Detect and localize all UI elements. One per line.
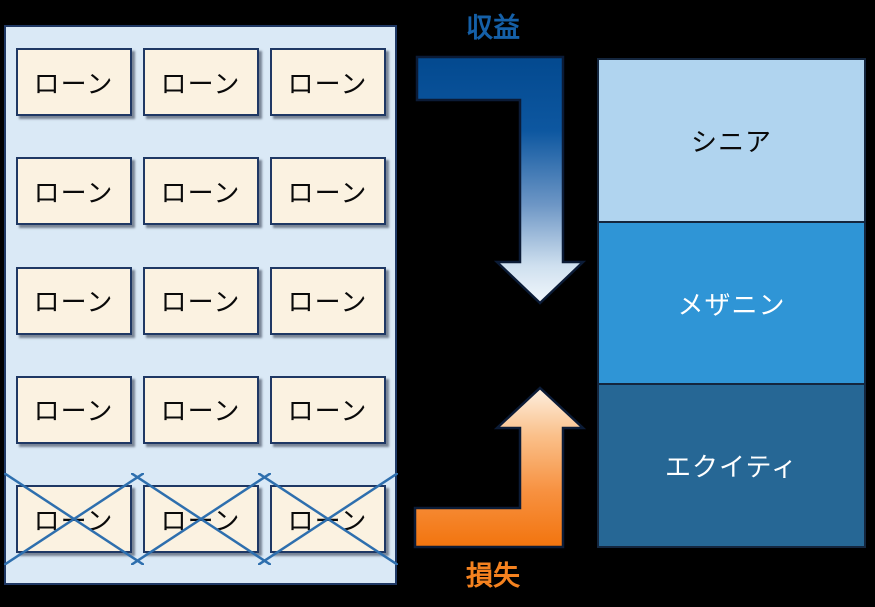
tranche-senior-label: シニア <box>690 126 772 157</box>
loan-box-label: ローン <box>33 177 114 208</box>
loan-row-5-defaulted: ローン ローン ローン <box>12 485 389 553</box>
revenue-arrow-down-icon <box>415 55 587 305</box>
loan-box: ローン <box>269 375 386 444</box>
loan-box-label: ローン <box>160 505 241 536</box>
tranche-equity: エクイティ <box>599 383 864 547</box>
loan-box: ローン <box>142 266 259 335</box>
loan-box-label: ローン <box>287 505 368 536</box>
loan-box-label: ローン <box>160 396 241 427</box>
loan-box: ローン <box>142 375 259 444</box>
loan-box-defaulted: ローン <box>270 485 386 553</box>
loan-box: ローン <box>15 375 132 444</box>
tranche-senior: シニア <box>599 60 864 221</box>
loan-box: ローン <box>269 48 386 116</box>
loan-box: ローン <box>142 48 259 116</box>
loan-box: ローン <box>15 266 132 335</box>
loan-row-3: ローン ローン ローン <box>12 266 389 335</box>
loan-box-label: ローン <box>287 68 368 99</box>
loan-box-label: ローン <box>287 396 368 427</box>
loan-pool-panel: ローン ローン ローン ローン ローン ローン ローン ローン ローン ローン … <box>4 25 397 585</box>
loan-box-label: ローン <box>33 287 114 317</box>
loan-box: ローン <box>15 157 132 226</box>
loan-box: ローン <box>269 157 386 226</box>
revenue-label: 収益 <box>466 13 520 43</box>
tranche-mezzanine: メザニン <box>599 220 864 384</box>
loan-box-label: ローン <box>160 287 241 317</box>
loan-row-2: ローン ローン ローン <box>12 157 389 226</box>
loan-row-4: ローン ローン ローン <box>12 375 389 444</box>
loan-row-1: ローン ローン ローン <box>12 48 389 116</box>
loan-box-label: ローン <box>33 68 114 99</box>
loan-box-label: ローン <box>33 505 114 536</box>
loss-arrow-up-icon <box>413 386 587 549</box>
loan-box-defaulted: ローン <box>16 485 132 553</box>
tranche-equity-label: エクイティ <box>665 452 798 483</box>
tranche-stack: シニア メザニン エクイティ <box>597 58 866 548</box>
loan-box-label: ローン <box>287 177 368 208</box>
tranche-mezzanine-label: メザニン <box>677 289 786 320</box>
loan-box: ローン <box>269 266 386 335</box>
loan-box-label: ローン <box>287 287 368 317</box>
loan-box-defaulted: ローン <box>143 485 259 553</box>
loan-box-label: ローン <box>160 177 241 208</box>
loan-box: ローン <box>15 48 132 116</box>
loan-box-label: ローン <box>160 68 241 99</box>
loss-label: 損失 <box>466 561 520 591</box>
loan-box: ローン <box>142 157 259 226</box>
loan-box-label: ローン <box>33 396 114 427</box>
